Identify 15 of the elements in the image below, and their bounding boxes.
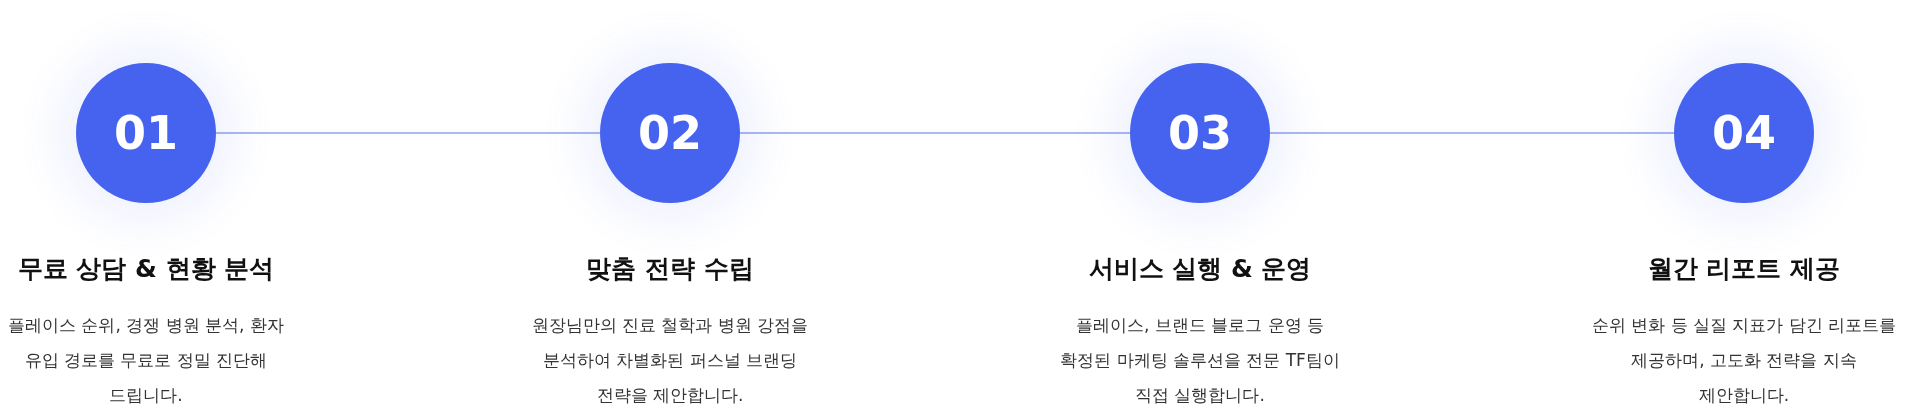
step-description: 플레이스, 브랜드 블로그 운영 등 확정된 마케팅 솔루션을 전문 TF팀이 직접 실행합니다. — [1059, 314, 1341, 407]
step-number-circle: 03 — [1130, 63, 1270, 203]
connector-line — [739, 132, 1131, 134]
step-title: 맞춤 전략 수립 — [585, 253, 755, 285]
step-title: 월간 리포트 제공 — [1646, 253, 1842, 285]
connector-line — [1269, 132, 1675, 134]
step-number-circle: 01 — [76, 63, 216, 203]
step-description: 원장님만의 진료 철학과 병원 강점을 분석하여 차별화된 퍼스널 브랜딩 전략을 제안합니다. — [530, 314, 810, 407]
step-number-circle: 04 — [1674, 63, 1814, 203]
connector-line — [215, 132, 601, 134]
step-description: 순위 변화 등 실질 지표가 담긴 리포트를 제공하며, 고도화 전략을 지속 제안합니다. — [1590, 314, 1898, 407]
step-title: 서비스 실행 & 운영 — [1087, 253, 1313, 285]
step-title: 무료 상담 & 현황 분석 — [16, 253, 276, 285]
step-number-circle: 02 — [600, 63, 740, 203]
step-description: 플레이스 순위, 경쟁 병원 분석, 환자 유입 경로를 무료로 정밀 진단해 드립니다. — [7, 314, 285, 407]
